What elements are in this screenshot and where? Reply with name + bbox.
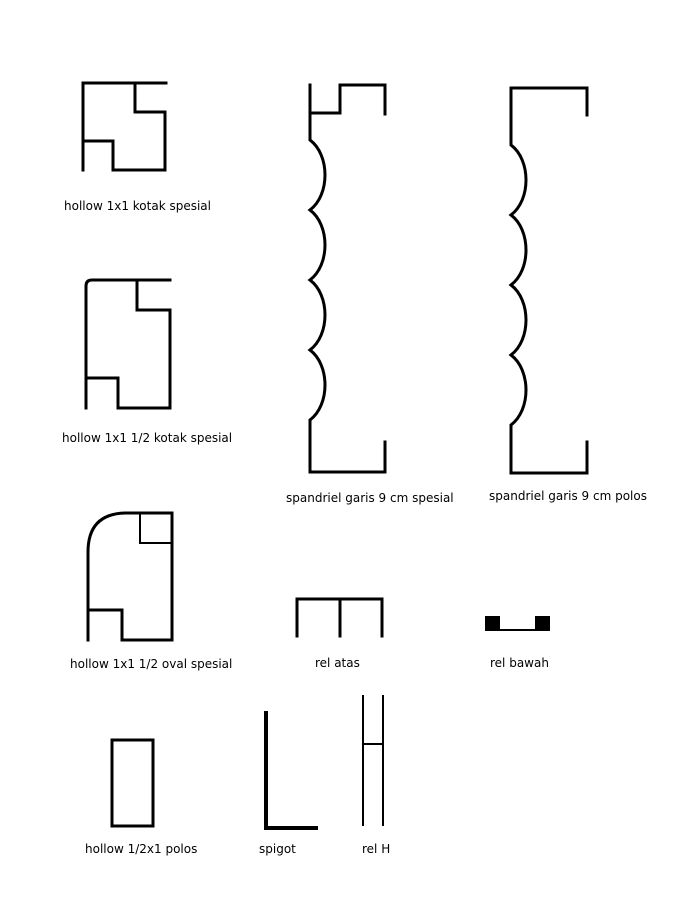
rel-atas-profile	[295, 597, 384, 638]
spandriel-polos-profile	[508, 86, 589, 475]
spandriel-spesial-profile	[307, 83, 387, 474]
spigot-profile	[264, 711, 318, 830]
hollow-1x1-kotak-spesial-profile	[81, 81, 168, 172]
hollow-1x1-kotak-spesial-label: hollow 1x1 kotak spesial	[64, 199, 211, 213]
rel-bawah-label: rel bawah	[490, 656, 549, 670]
rel-atas-label: rel atas	[315, 656, 360, 670]
spandriel-spesial-label: spandriel garis 9 cm spesial	[286, 491, 454, 505]
rel-h-label: rel H	[362, 842, 390, 856]
hollow-1x1-half-kotak-spesial-profile	[84, 278, 172, 410]
rel-bawah-profile	[485, 616, 550, 631]
hollow-half-x1-polos-label: hollow 1/2x1 polos	[85, 842, 197, 856]
hollow-1x1-half-kotak-spesial-label: hollow 1x1 1/2 kotak spesial	[62, 431, 232, 445]
hollow-1x1-half-oval-spesial-profile	[86, 511, 174, 642]
spigot-label: spigot	[259, 842, 296, 856]
spandriel-polos-label: spandriel garis 9 cm polos	[489, 489, 647, 503]
hollow-1x1-half-oval-spesial-label: hollow 1x1 1/2 oval spesial	[70, 657, 232, 671]
hollow-half-x1-polos-profile	[110, 738, 155, 828]
rel-h-profile	[362, 695, 384, 826]
